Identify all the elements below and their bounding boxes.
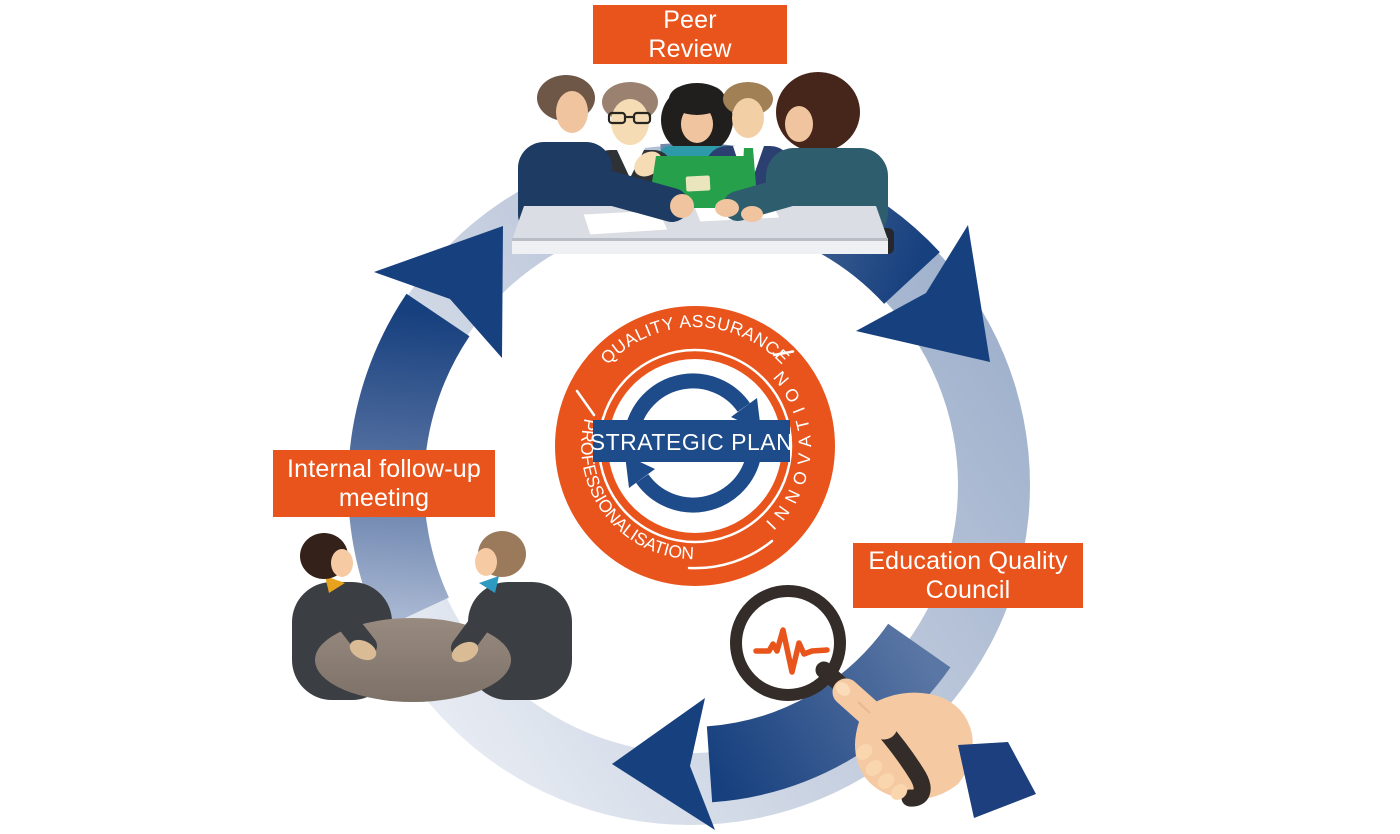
glasses-icon	[607, 111, 652, 125]
education-quality-council-label-line2: Council	[925, 575, 1011, 604]
cycle-arrow-bottom-left	[612, 623, 951, 830]
strategic-plan-text: STRATEGIC PLAN	[590, 429, 793, 455]
education-quality-council-label-line1: Education Quality	[868, 547, 1068, 575]
pulse-line-icon	[753, 627, 830, 675]
peer-review-label-line1: Peer	[663, 6, 717, 34]
sleeve	[958, 742, 1036, 818]
strategic-plan-box	[593, 420, 790, 462]
education-quality-council-label: Education Quality Council	[853, 543, 1083, 608]
five-people-table-meeting-illustration	[512, 72, 894, 254]
internal-follow-up-label: Internal follow-up meeting	[273, 450, 495, 517]
strategic-plan-badge: QUALITY ASSURANCE PROFESSIONALISATION IN…	[555, 306, 835, 586]
two-people-round-table-illustration	[292, 531, 572, 702]
hand-magnifier-pulse-illustration	[730, 585, 1036, 818]
left-man-collar	[325, 576, 345, 593]
internal-follow-up-label-line2: meeting	[338, 483, 430, 512]
internal-follow-up-label-line1: Internal follow-up	[287, 455, 481, 483]
right-man-collar	[479, 576, 499, 593]
peer-review-label: Peer Review	[593, 5, 787, 64]
badge-orange-ring	[555, 306, 835, 586]
peer-review-label-line2: Review	[648, 34, 732, 63]
